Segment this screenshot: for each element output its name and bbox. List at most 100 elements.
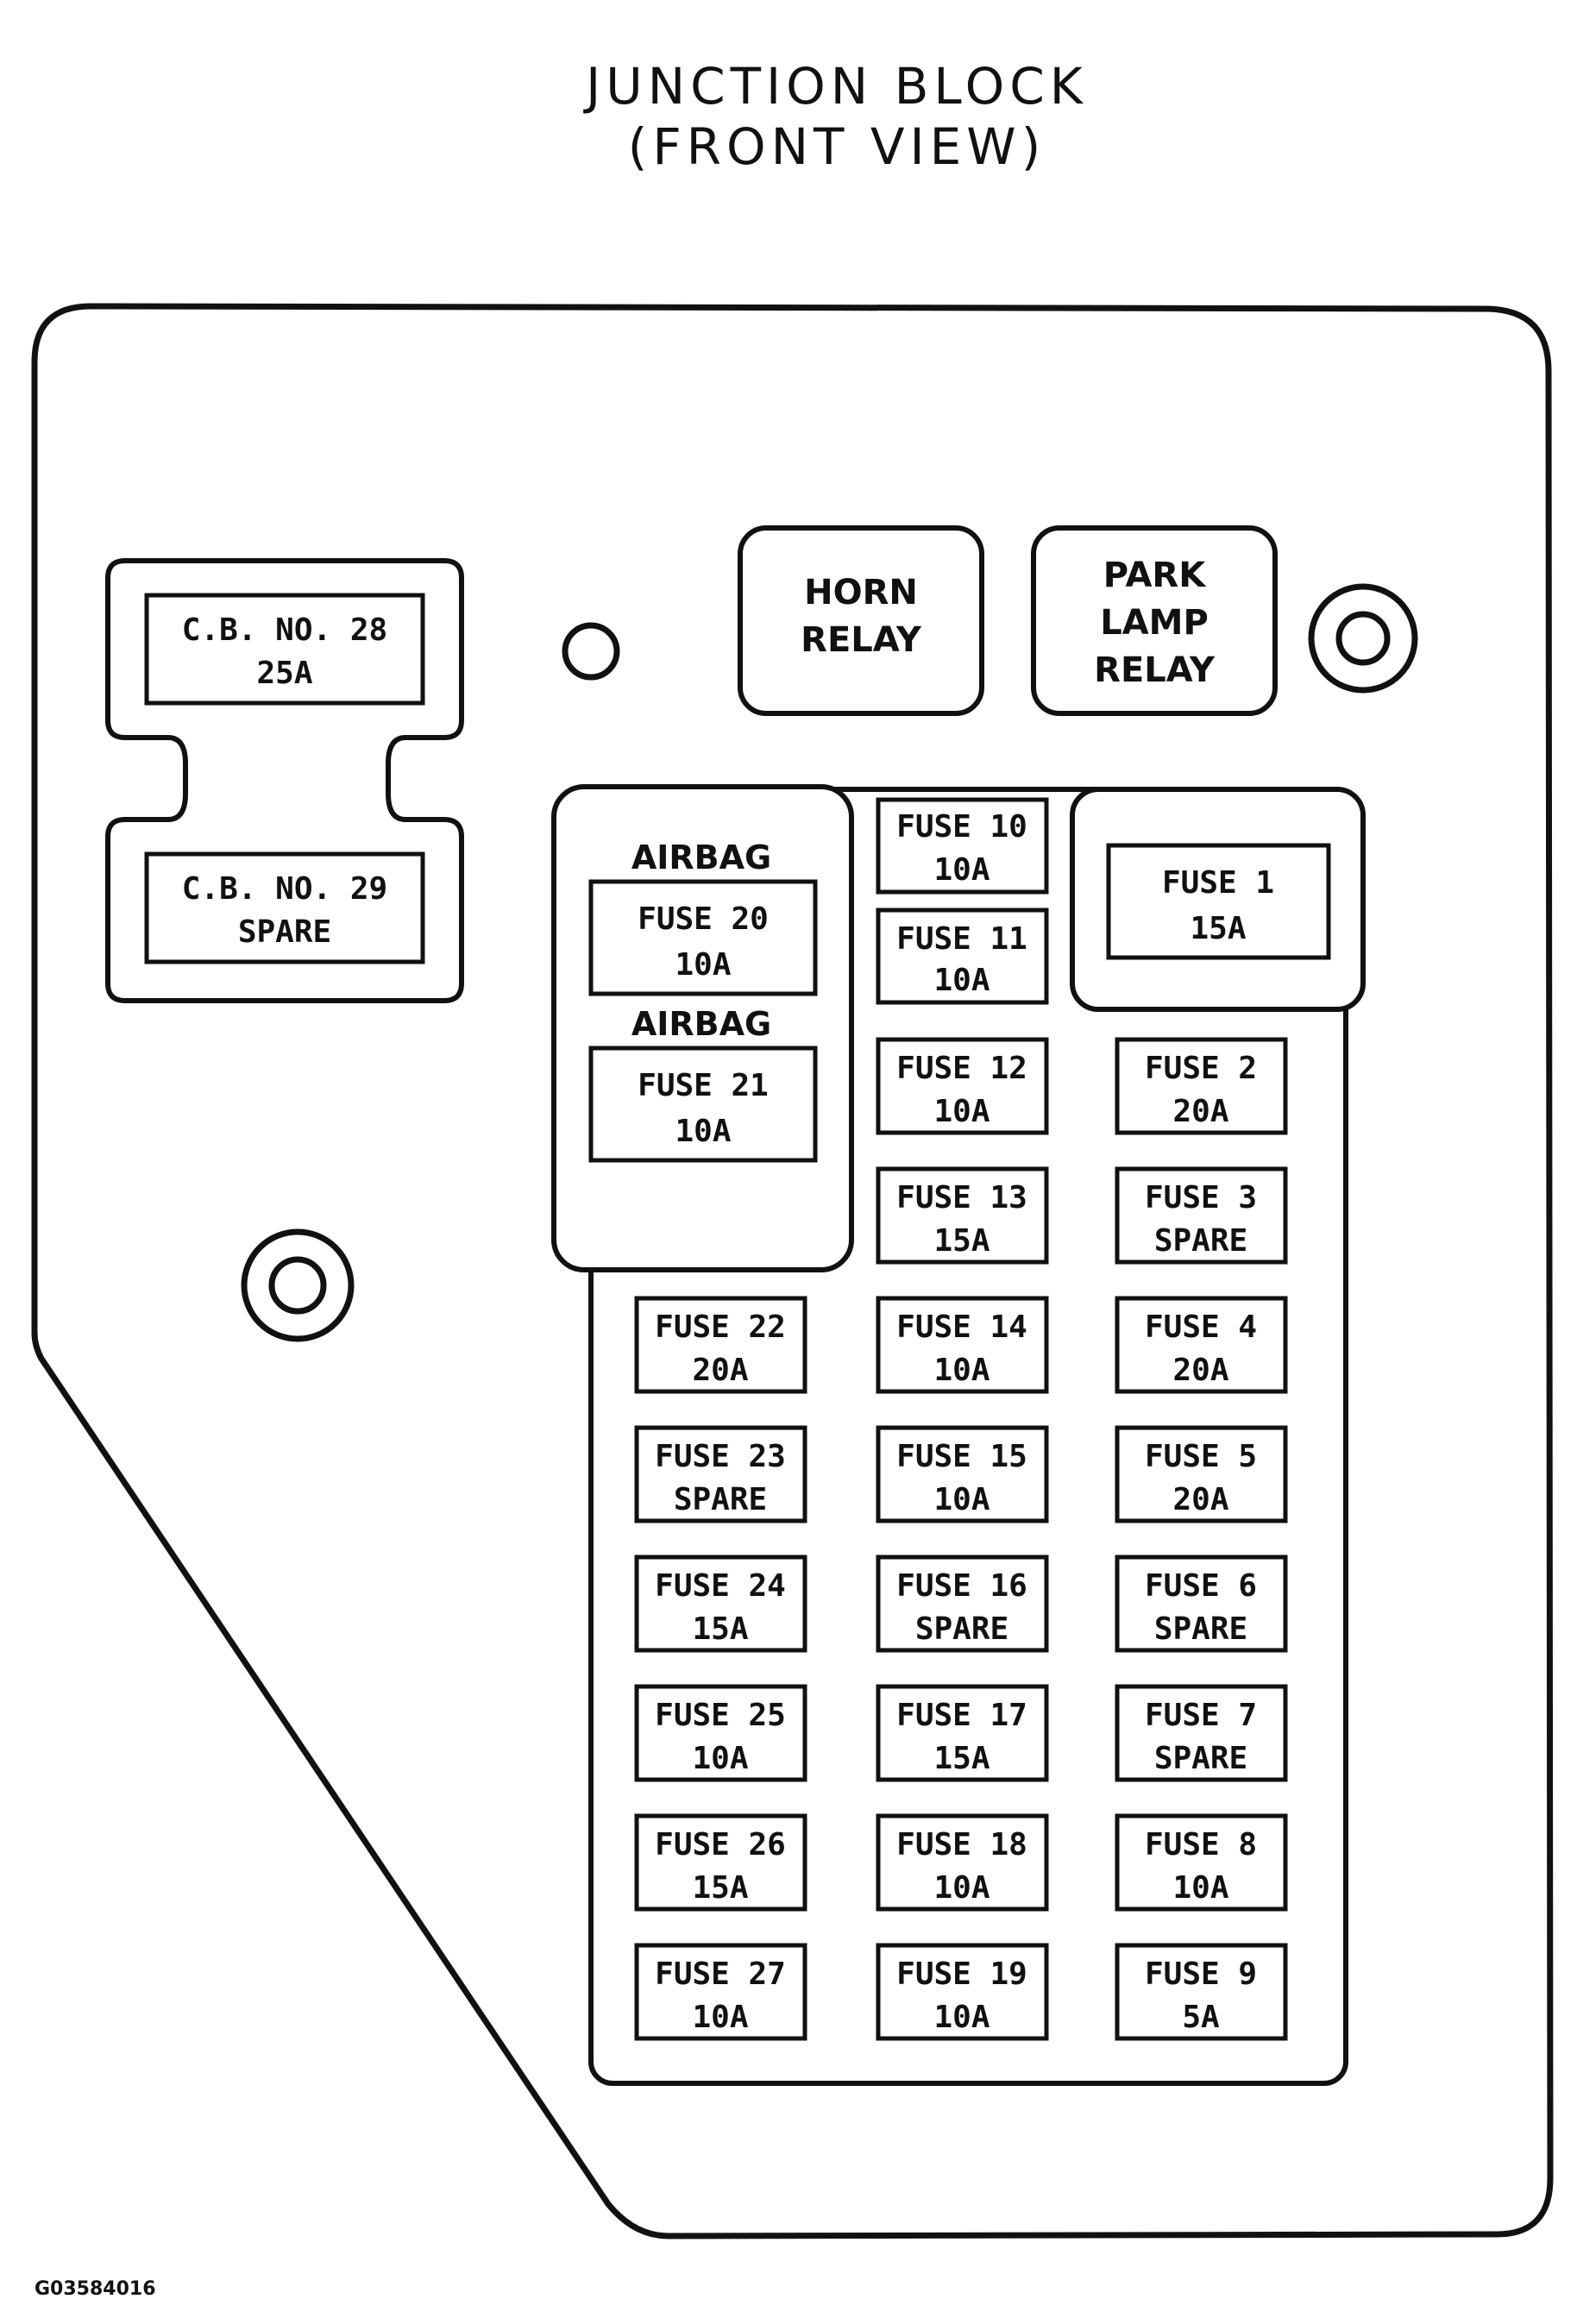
diagram-title-line2: (FRONT VIEW) [628,117,1046,176]
housing-outline [31,303,1554,2239]
fuse-15-rating: 10A [933,1482,990,1517]
fuse-13-name: FUSE 13 [896,1180,1027,1215]
fuse-17-rating: 15A [933,1741,990,1776]
fuse-18[interactable]: FUSE 18 10A [876,1813,1049,1912]
diagram-title-line1: JUNCTION BLOCK [583,57,1088,116]
fuse-20[interactable]: FUSE 20 10A [588,879,818,996]
fuse-24[interactable]: FUSE 24 15A [634,1555,807,1653]
park-lamp-relay-line2: LAMP [1100,603,1209,643]
fuse-18-rating: 10A [933,1870,990,1906]
fuse-15-name: FUSE 15 [896,1439,1027,1474]
fuse-10-name: FUSE 10 [896,809,1027,845]
mounting-hole-top-right [1308,583,1418,694]
fuse-18-name: FUSE 18 [896,1827,1027,1862]
cb-29-label: C.B. NO. 29 [182,871,387,907]
fuse-9-rating: 5A [1182,2000,1220,2035]
fuse-3-name: FUSE 3 [1145,1180,1257,1215]
airbag-label-2: AIRBAG [631,1005,771,1043]
fuse-1[interactable]: FUSE 1 15A [1106,843,1331,960]
fuse-4-name: FUSE 4 [1145,1310,1257,1345]
cb-28-label: C.B. NO. 28 [182,612,387,648]
fuse-4-rating: 20A [1172,1353,1228,1388]
fuse-12-rating: 10A [933,1094,990,1129]
fuse-19-name: FUSE 19 [896,1957,1027,1992]
fuse-3-rating: SPARE [1154,1223,1247,1259]
fuse-21[interactable]: FUSE 21 10A [588,1046,818,1163]
fuse-27-rating: 10A [692,2000,748,2035]
cb-28-rating: 25A [256,656,312,691]
fuse-19[interactable]: FUSE 19 10A [876,1943,1049,2041]
fuse-12[interactable]: FUSE 12 10A [876,1037,1049,1135]
fuse-20-name: FUSE 20 [638,901,769,937]
fuse-7[interactable]: FUSE 7 SPARE [1115,1684,1288,1782]
circuit-breaker-29[interactable]: C.B. NO. 29 SPARE [144,851,425,964]
park-lamp-relay-line3: RELAY [1094,650,1216,690]
fuse-14-name: FUSE 14 [896,1310,1027,1345]
fuse-26-name: FUSE 26 [655,1827,786,1862]
fuse-17-name: FUSE 17 [896,1698,1027,1733]
park-lamp-relay-line1: PARK [1103,556,1207,595]
fuse-5[interactable]: FUSE 5 20A [1115,1425,1288,1523]
fuse-10[interactable]: FUSE 10 10A [876,797,1049,895]
park-lamp-relay[interactable]: PARK LAMP RELAY [1031,525,1278,716]
fuse-7-name: FUSE 7 [1145,1698,1257,1733]
fuse-23[interactable]: FUSE 23 SPARE [634,1425,807,1523]
fuse-8[interactable]: FUSE 8 10A [1115,1813,1288,1912]
mounting-hole-small [562,622,620,681]
cb-29-rating: SPARE [238,914,331,950]
fuse-9-name: FUSE 9 [1145,1957,1257,1992]
figure-code: G03584016 [35,2278,156,2300]
fuse-20-rating: 10A [675,947,731,983]
horn-relay[interactable]: HORN RELAY [738,525,984,716]
fuse-21-rating: 10A [675,1114,731,1149]
fuse-19-rating: 10A [933,2000,990,2035]
fuse-26[interactable]: FUSE 26 15A [634,1813,807,1912]
fuse-2-rating: 20A [1172,1094,1228,1129]
fuse-1-name: FUSE 1 [1162,865,1274,901]
fuse-25-rating: 10A [692,1741,748,1776]
fuse-6-name: FUSE 6 [1145,1568,1257,1604]
horn-relay-line2: RELAY [801,620,922,660]
fuse-9[interactable]: FUSE 9 5A [1115,1943,1288,2041]
fuse-21-name: FUSE 21 [638,1068,769,1103]
fuse-22-name: FUSE 22 [655,1310,786,1345]
fuse-16-rating: SPARE [915,1611,1008,1647]
fuse-8-name: FUSE 8 [1145,1827,1257,1862]
fuse-6[interactable]: FUSE 6 SPARE [1115,1555,1288,1653]
fuse-2[interactable]: FUSE 2 20A [1115,1037,1288,1135]
fuse-22[interactable]: FUSE 22 20A [634,1296,807,1394]
fuse-15[interactable]: FUSE 15 10A [876,1425,1049,1523]
fuse-4[interactable]: FUSE 4 20A [1115,1296,1288,1394]
fuse-14[interactable]: FUSE 14 10A [876,1296,1049,1394]
fuse-2-name: FUSE 2 [1145,1051,1257,1086]
fuse-16-name: FUSE 16 [896,1568,1027,1604]
fuse-24-name: FUSE 24 [655,1568,786,1604]
fuse-16[interactable]: FUSE 16 SPARE [876,1555,1049,1653]
fuse-1-rating: 15A [1190,911,1246,946]
fuse-27[interactable]: FUSE 27 10A [634,1943,807,2041]
fuse-5-rating: 20A [1172,1482,1228,1517]
fuse-25[interactable]: FUSE 25 10A [634,1684,807,1782]
fuse-17[interactable]: FUSE 17 15A [876,1684,1049,1782]
fuse-25-name: FUSE 25 [655,1698,786,1733]
fuse-6-rating: SPARE [1154,1611,1247,1647]
fuse-13-rating: 15A [933,1223,990,1259]
fuse-3[interactable]: FUSE 3 SPARE [1115,1166,1288,1265]
fuse-23-rating: SPARE [674,1482,767,1517]
fuse-11[interactable]: FUSE 11 10A [876,908,1049,1005]
fuse-10-rating: 10A [933,852,990,888]
mounting-hole-left [241,1228,355,1342]
fuse-13[interactable]: FUSE 13 15A [876,1166,1049,1265]
fuse-11-rating: 10A [933,963,990,998]
fuse-12-name: FUSE 12 [896,1051,1027,1086]
circuit-breaker-28[interactable]: C.B. NO. 28 25A [144,593,425,706]
airbag-label-1: AIRBAG [631,839,771,876]
fuse-22-rating: 20A [692,1353,748,1388]
fuse-14-rating: 10A [933,1353,990,1388]
fuse-27-name: FUSE 27 [655,1957,786,1992]
fuse-23-name: FUSE 23 [655,1439,786,1474]
fuse-8-rating: 10A [1172,1870,1228,1906]
fuse-24-rating: 15A [692,1611,748,1647]
fuse-26-rating: 15A [692,1870,748,1906]
